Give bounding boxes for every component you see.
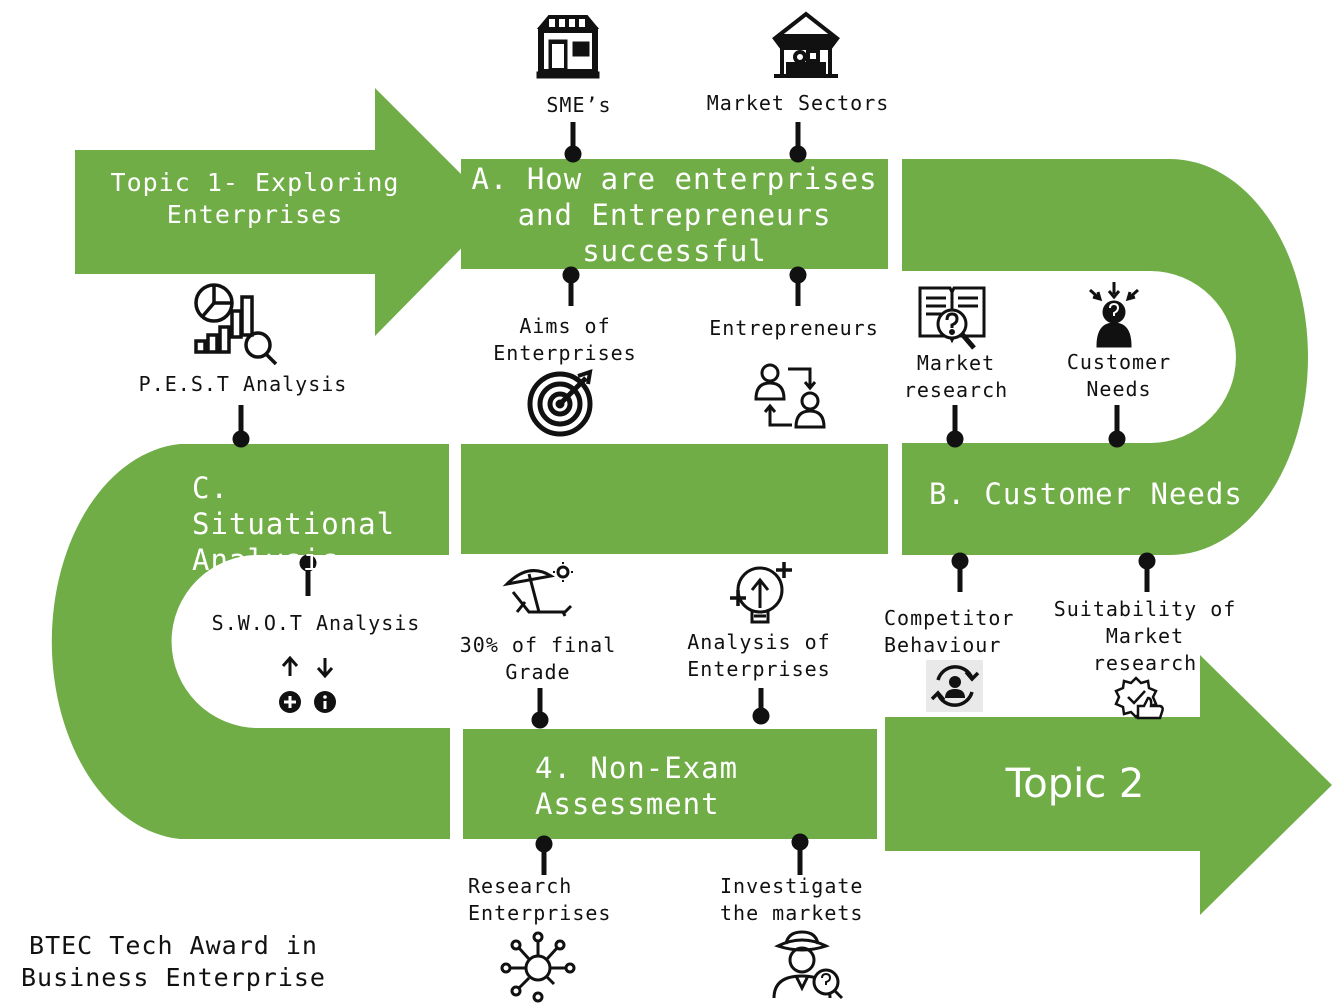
label-market-sectors: Market Sectors (706, 91, 890, 115)
market-stall-icon (772, 11, 840, 78)
info-circle-icon (314, 691, 336, 713)
road-segment-middle (461, 444, 888, 554)
book-research-icon (918, 286, 986, 350)
start-arrow-title: Topic 1- Exploring Enterprises (110, 168, 400, 229)
approval-badge-icon (1114, 676, 1164, 720)
footer-course-title: BTEC Tech Award in Business Enterprise (21, 931, 326, 992)
customer-question-icon (1089, 282, 1139, 348)
entrepreneurs-swap-icon (754, 363, 826, 429)
road-segment-a (461, 159, 888, 269)
pie-chart-analysis-icon (194, 283, 278, 366)
idea-bulb-icon (730, 562, 792, 624)
label-pest-analysis: P.E.S.T Analysis (138, 372, 348, 396)
detective-icon (772, 930, 844, 1000)
label-competitor-behaviour: Competitor Behaviour (884, 606, 1015, 657)
section-d-title: 4. Non-Exam Assessment (535, 751, 739, 821)
section-b-title: B. Customer Needs (929, 477, 1243, 511)
label-smes: SME’s (546, 93, 612, 117)
section-a-title: A. How are enterprises and Entrepreneurs… (471, 162, 878, 268)
competitor-cycle-icon (926, 660, 983, 712)
road-turn-right (902, 159, 1308, 555)
plus-circle-icon (279, 691, 301, 713)
label-market-research: Market research (903, 351, 1009, 402)
label-entrepreneurs: Entrepreneurs (709, 316, 879, 340)
end-arrow-title: Topic 2 (1005, 761, 1145, 807)
label-final-grade: 30% of final Grade (459, 633, 617, 684)
road-segment-d (463, 729, 877, 839)
label-swot-analysis: S.W.O.T Analysis (211, 611, 421, 635)
label-aims-of-enterprises: Aims of Enterprises (493, 314, 637, 365)
start-arrow (75, 88, 498, 336)
connector-pins (232, 122, 1156, 875)
beach-chair-icon (502, 562, 573, 617)
label-analysis-of-enterprises: Analysis of Enterprises (687, 630, 831, 681)
road-turn-left (51, 444, 450, 839)
label-customer-needs: Customer Needs (1066, 350, 1172, 401)
section-c-title: C. Situational Analysis (192, 471, 396, 577)
target-icon (527, 369, 593, 437)
arrow-down-icon (316, 658, 334, 679)
network-search-icon (500, 931, 576, 1003)
label-suitability-of-market-research: Suitability of Market research (1053, 597, 1237, 675)
arrow-up-icon (281, 655, 299, 676)
label-investigate-the-markets: Investigate the markets (720, 874, 864, 925)
end-arrow (885, 655, 1332, 915)
label-research-enterprises: Research Enterprises (468, 874, 612, 925)
shop-icon (536, 15, 600, 79)
